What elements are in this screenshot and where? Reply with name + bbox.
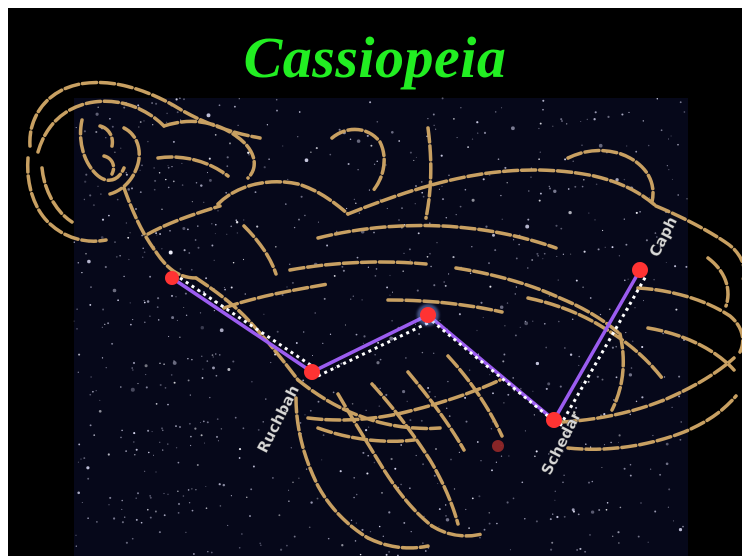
constellation-scene: Ruchbah Schedar Caph	[8, 8, 742, 556]
star-caph-marker	[632, 262, 648, 278]
star-segin-marker	[165, 271, 179, 285]
slide: Ruchbah Schedar Caph Cassiopeia	[8, 8, 742, 556]
slide-title: Cassiopeia	[8, 26, 742, 90]
red-star	[492, 440, 504, 452]
star-ruchbah-marker	[304, 364, 320, 380]
star-gamma-marker	[420, 307, 436, 323]
star-field-background	[74, 98, 688, 556]
